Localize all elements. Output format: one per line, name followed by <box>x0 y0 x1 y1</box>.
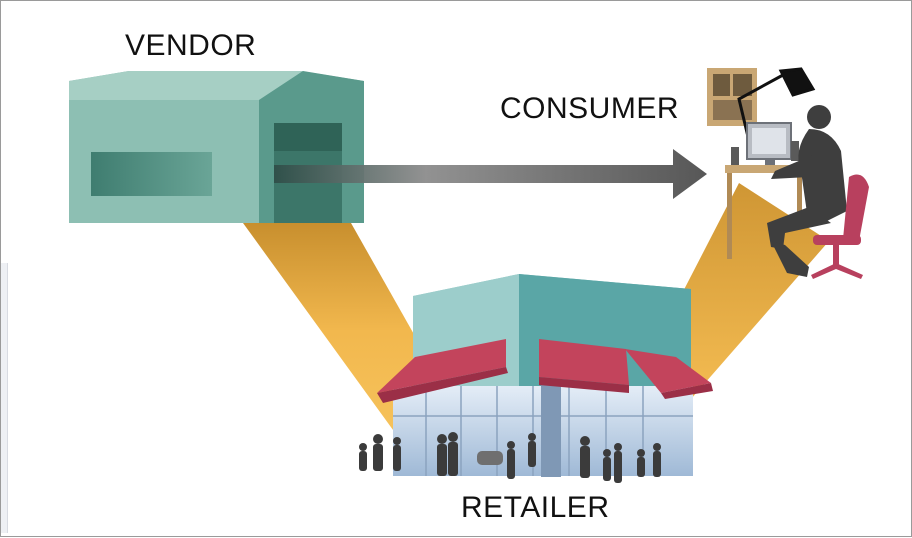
warehouse-icon <box>69 71 364 223</box>
storefront-icon <box>377 274 713 477</box>
retailer-label: RETAILER <box>461 491 610 524</box>
consumer-label: CONSUMER <box>500 92 680 125</box>
desk-shelf <box>707 68 757 126</box>
person-silhouette-icon <box>767 105 847 277</box>
computer-desk <box>725 165 805 259</box>
shopper-silhouettes <box>359 432 661 483</box>
desk-lamp-icon <box>737 67 816 142</box>
delivery-arrow <box>274 149 707 199</box>
computer-monitor-icon <box>731 122 799 167</box>
side-strip <box>1 263 8 533</box>
vendor-label: VENDOR <box>125 29 257 62</box>
office-chair-icon <box>811 174 869 279</box>
